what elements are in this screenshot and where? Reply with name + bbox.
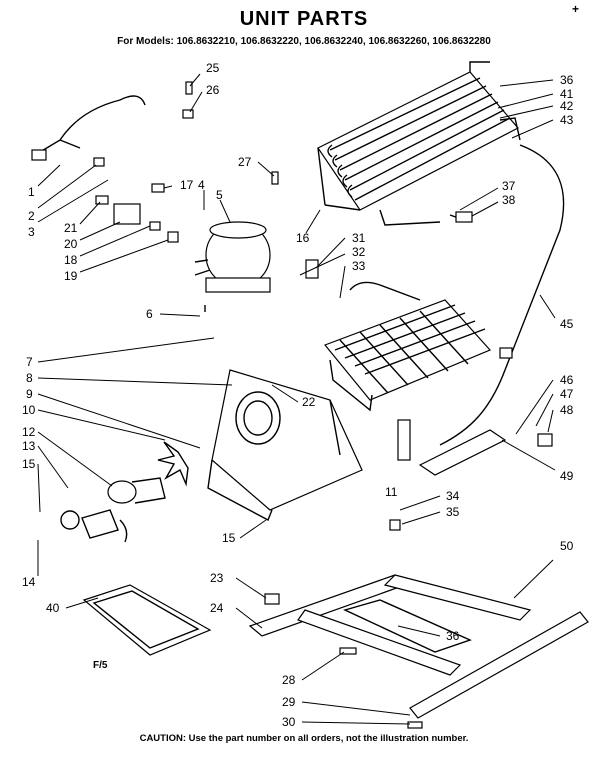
callout-45: 45 [560, 317, 574, 331]
models-line: For Models: 106.8632210, 106.8632220, 10… [117, 36, 491, 47]
callout-16: 16 [296, 231, 310, 245]
callout-1: 1 [28, 185, 35, 199]
callout-12: 12 [22, 425, 36, 439]
callout-36b: 36 [446, 629, 460, 643]
drain-pan [82, 584, 212, 656]
leader-lines [37, 73, 556, 725]
callout-23: 23 [210, 571, 224, 585]
drain-trough [418, 429, 507, 476]
callout-38: 38 [502, 193, 516, 207]
rail-frame [248, 574, 589, 719]
corner-mark: + [572, 2, 580, 16]
callout-22: 22 [302, 395, 316, 409]
callout-10: 10 [22, 403, 36, 417]
callout-46: 46 [560, 373, 574, 387]
callout-48: 48 [560, 403, 574, 417]
base-pan [207, 369, 363, 521]
callout-40: 40 [46, 601, 60, 615]
callout-42: 42 [560, 99, 574, 113]
callout-labels: 1 2 3 4 5 6 7 8 9 10 11 12 13 14 15 15 1… [22, 61, 574, 729]
callout-31: 31 [352, 231, 366, 245]
callout-6: 6 [146, 307, 153, 321]
callout-33: 33 [352, 259, 366, 273]
callout-25: 25 [206, 61, 220, 75]
callout-2: 2 [28, 209, 35, 223]
callout-29: 29 [282, 695, 296, 709]
callout-11: 11 [385, 485, 398, 499]
callout-4: 4 [198, 178, 205, 192]
tube-45 [439, 144, 565, 446]
callout-21: 21 [64, 221, 78, 235]
callout-43: 43 [560, 113, 574, 127]
condenser-fan [60, 441, 189, 543]
callout-13: 13 [22, 439, 36, 453]
callout-9: 9 [26, 387, 33, 401]
callout-5: 5 [216, 188, 223, 202]
callout-30: 30 [282, 715, 296, 729]
callout-3: 3 [28, 225, 35, 239]
callout-15a: 15 [22, 457, 36, 471]
callout-50: 50 [560, 539, 574, 553]
callout-49: 49 [560, 469, 574, 483]
callout-41: 41 [560, 87, 574, 101]
callout-26: 26 [206, 83, 220, 97]
callout-34: 34 [446, 489, 460, 503]
callout-17: 17 [180, 178, 194, 192]
callout-7: 7 [26, 355, 33, 369]
callout-24: 24 [210, 601, 224, 615]
callout-15b: 15 [222, 531, 236, 545]
callout-36a: 36 [560, 73, 574, 87]
page-title: UNIT PARTS [239, 8, 369, 30]
callout-8: 8 [26, 371, 33, 385]
callout-27: 27 [238, 155, 252, 169]
callout-20: 20 [64, 237, 78, 251]
callout-35: 35 [446, 505, 460, 519]
caution-note: CAUTION: Use the part number on all orde… [139, 733, 469, 744]
figure-code: F/5 [93, 660, 108, 671]
evaporator-coil [324, 281, 492, 412]
compressor [194, 221, 271, 312]
callout-14: 14 [22, 575, 36, 589]
small-parts [31, 81, 553, 729]
callout-18: 18 [64, 253, 78, 267]
callout-19: 19 [64, 269, 78, 283]
callout-28: 28 [282, 673, 296, 687]
condenser-coil [317, 61, 521, 226]
callout-32: 32 [352, 245, 366, 259]
callout-47: 47 [560, 387, 574, 401]
callout-37: 37 [502, 179, 516, 193]
